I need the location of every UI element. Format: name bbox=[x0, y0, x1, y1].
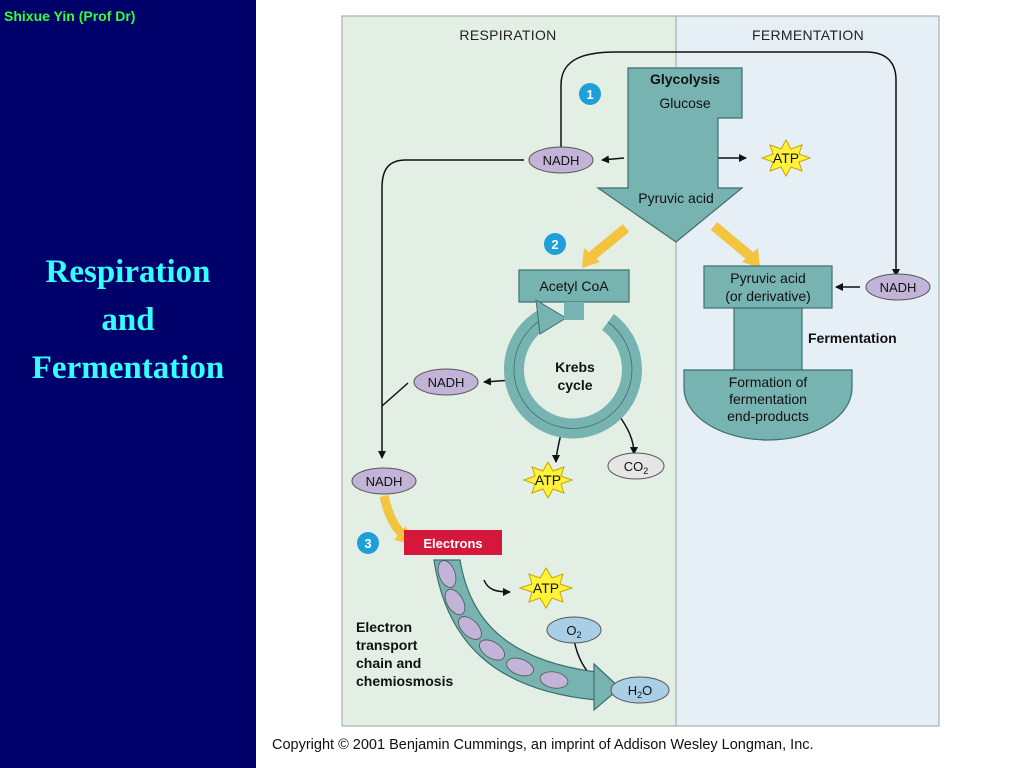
fermentation-bowl bbox=[683, 369, 853, 441]
co2-label: CO2 bbox=[624, 459, 649, 476]
slide-title-line-3: Fermentation bbox=[31, 350, 225, 386]
pyruvic-acid-label: Pyruvic acid bbox=[638, 190, 713, 206]
nadh-label-glycolysis: NADH bbox=[543, 153, 580, 168]
h2o-label: H2O bbox=[628, 683, 653, 700]
atp-label-krebs: ATP bbox=[535, 472, 561, 488]
krebs-label-line-2: cycle bbox=[557, 377, 592, 393]
sidebar: Shixue Yin (Prof Dr) Respiration and Fer… bbox=[0, 0, 256, 768]
atp-star-etc bbox=[518, 567, 574, 609]
nadh-label-fermentation: NADH bbox=[880, 280, 917, 295]
etc-carrier-2 bbox=[444, 588, 466, 616]
etc-carrier-3 bbox=[458, 616, 482, 640]
pyruvic-derivative-line-2: (or derivative) bbox=[725, 288, 811, 304]
o2-label: O2 bbox=[566, 623, 581, 640]
nadh-label-etc: NADH bbox=[366, 474, 403, 489]
slide-title-line-2: and bbox=[101, 302, 155, 338]
atp-label-glycolysis: ATP bbox=[773, 150, 799, 166]
pyruvate-to-acetyl-arrow bbox=[588, 224, 630, 260]
glycolysis-title: Glycolysis bbox=[650, 71, 720, 87]
acetyl-coa-box bbox=[518, 269, 630, 303]
formation-line-3: end-products bbox=[727, 408, 809, 424]
etc-carrier-5 bbox=[506, 657, 534, 677]
krebs-cycle-arrowhead bbox=[535, 299, 567, 335]
etc-label-line-4: chemiosmosis bbox=[356, 673, 453, 689]
o2-oval bbox=[546, 616, 602, 644]
fermentation-stem bbox=[733, 307, 803, 371]
atp-star-krebs bbox=[522, 460, 574, 500]
h2o-oval bbox=[610, 676, 670, 704]
glycolysis-nadh-to-fermentation-line bbox=[560, 51, 900, 277]
step-3-circle bbox=[357, 532, 379, 554]
etc-label-line-3: chain and bbox=[356, 655, 421, 671]
diagram-svg: RESPIRATION FERMENTATION Glycolysis Gluc… bbox=[272, 15, 940, 753]
fermentation-heading: FERMENTATION bbox=[752, 27, 864, 43]
krebs-cycle-ring-outline bbox=[513, 315, 633, 429]
slide-title: Respiration and Fermentation bbox=[0, 248, 256, 392]
nadh-to-etc-line bbox=[378, 159, 524, 459]
acetyl-coa-label: Acetyl CoA bbox=[539, 278, 609, 294]
nadh-oval-etc bbox=[351, 467, 417, 495]
krebs-nadh-link bbox=[381, 382, 409, 407]
co2-oval bbox=[607, 452, 665, 480]
atp-star-glycolysis bbox=[760, 138, 812, 178]
etc-carrier-4 bbox=[478, 639, 506, 661]
electrons-label: Electrons bbox=[423, 536, 482, 551]
copyright-line: Copyright © 2001 Benjamin Cummings, an i… bbox=[272, 737, 814, 753]
etc-band-arrowhead bbox=[593, 662, 621, 712]
nadh-label-krebs: NADH bbox=[428, 375, 465, 390]
metabolism-diagram: RESPIRATION FERMENTATION Glycolysis Gluc… bbox=[256, 0, 1024, 768]
atp-label-etc: ATP bbox=[533, 580, 559, 596]
etc-label-line-2: transport bbox=[356, 637, 418, 653]
pyruvic-derivative-line-1: Pyruvic acid bbox=[730, 270, 805, 286]
step-3-number: 3 bbox=[364, 536, 371, 551]
nadh-to-electrons-arrow bbox=[379, 494, 406, 538]
nadh-oval-fermentation bbox=[865, 273, 931, 301]
step-2-number: 2 bbox=[551, 237, 558, 252]
step-1-circle bbox=[579, 83, 601, 105]
krebs-label-line-1: Krebs bbox=[555, 359, 595, 375]
nadh-oval-krebs bbox=[413, 368, 479, 396]
slide-title-line-1: Respiration bbox=[45, 254, 211, 290]
pyruvate-to-fermentation-arrow bbox=[710, 222, 754, 260]
glycolysis-glucose: Glucose bbox=[659, 95, 711, 111]
etc-label-line-1: Electron bbox=[356, 619, 412, 635]
etc-to-atp-arrow bbox=[483, 579, 511, 596]
acetyl-to-krebs-connector bbox=[564, 302, 584, 320]
step-2-circle bbox=[544, 233, 566, 255]
respiration-heading: RESPIRATION bbox=[459, 27, 556, 43]
glycolysis-funnel bbox=[596, 67, 744, 243]
nadh-oval-glycolysis bbox=[528, 146, 594, 174]
etc-carrier-6 bbox=[539, 671, 569, 689]
fermentation-label: Fermentation bbox=[808, 330, 897, 346]
formation-line-1: Formation of bbox=[729, 374, 808, 390]
step-1-number: 1 bbox=[586, 87, 593, 102]
electrons-box bbox=[404, 530, 502, 555]
pyruvate-to-fermentation-arrowhead bbox=[742, 248, 760, 268]
glycolysis-to-nadh-arrow bbox=[601, 155, 625, 164]
pyruvate-to-acetyl-arrowhead bbox=[582, 248, 600, 268]
author-name: Shixue Yin (Prof Dr) bbox=[4, 8, 136, 24]
etc-carrier-1 bbox=[437, 560, 457, 588]
formation-line-2: fermentation bbox=[729, 391, 807, 407]
